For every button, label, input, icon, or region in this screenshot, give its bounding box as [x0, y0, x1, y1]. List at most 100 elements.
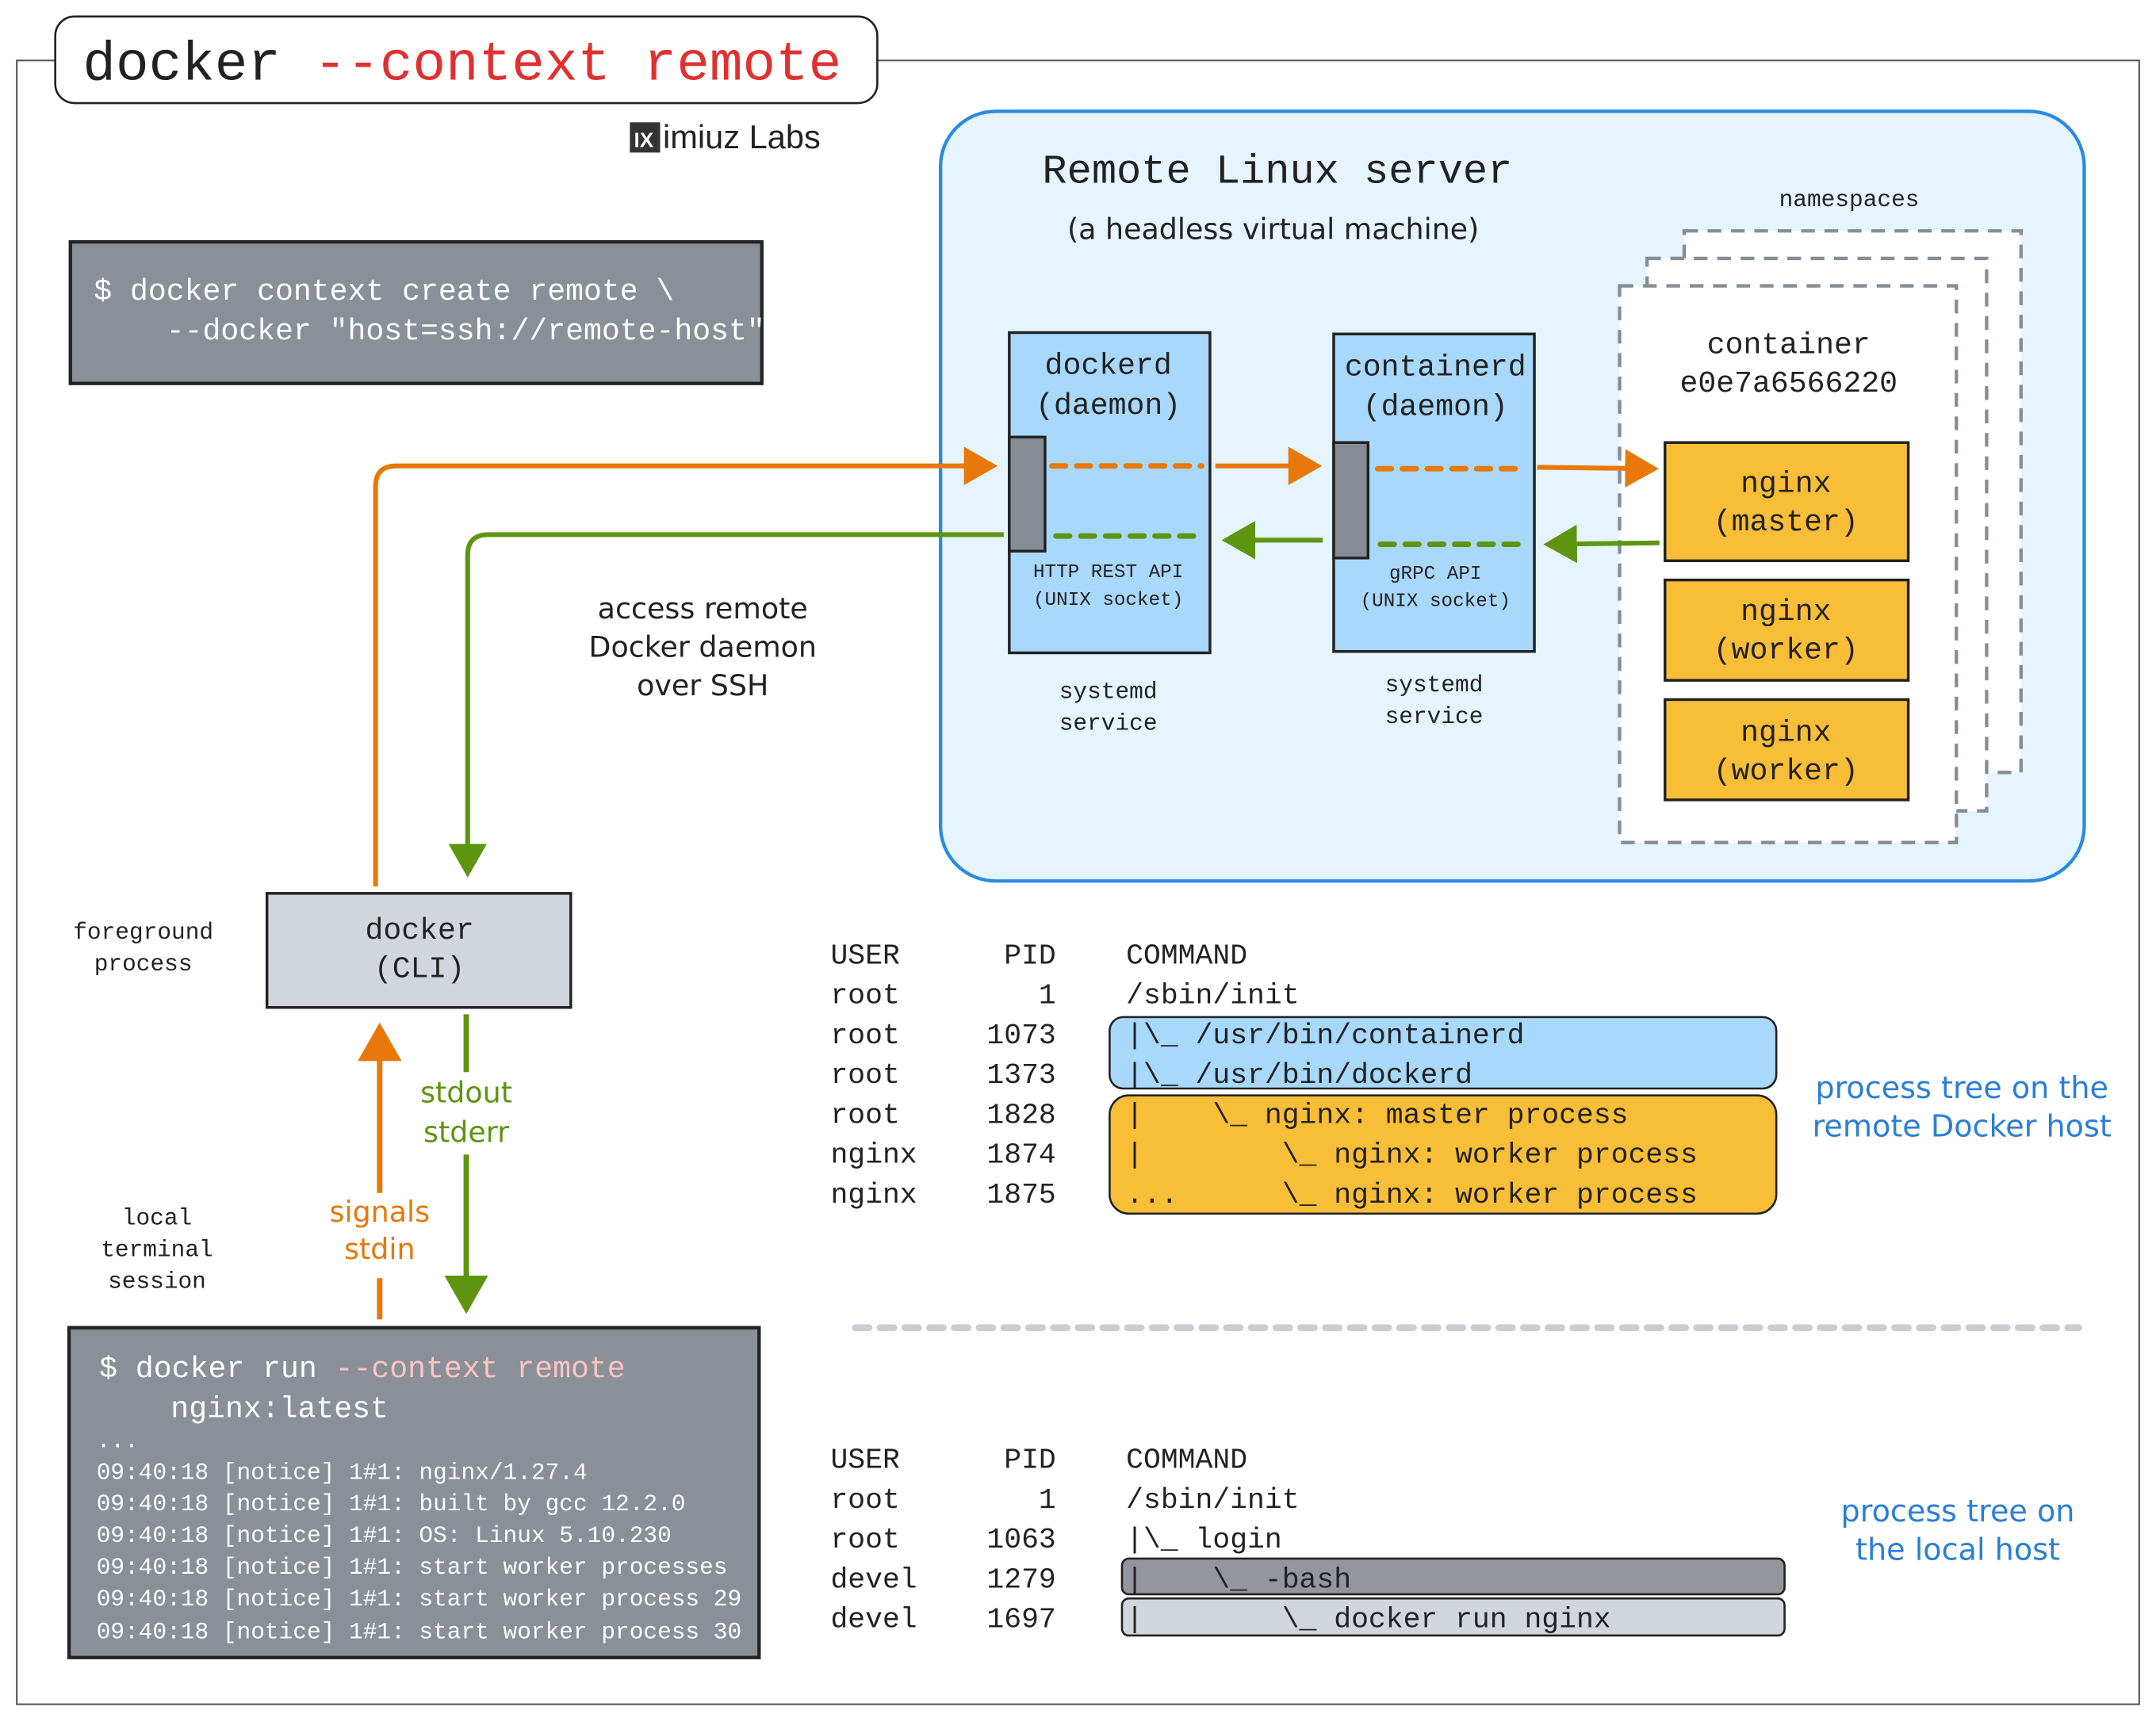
- svg-text:(CLI): (CLI): [374, 953, 465, 987]
- svg-text:Docker daemon: Docker daemon: [588, 630, 817, 664]
- log-line: 09:40:18 [notice] 1#1: start worker proc…: [97, 1618, 741, 1645]
- server-title: Remote Linux server: [1042, 149, 1512, 196]
- user-cell: nginx: [830, 1179, 917, 1211]
- pid-cell: 1874: [986, 1139, 1055, 1172]
- nginx-worker-box: nginx (worker): [1664, 578, 1910, 682]
- svg-text:service: service: [1059, 710, 1158, 737]
- remote-server: Remote Linux server (a headless virtual …: [938, 109, 2086, 883]
- svg-text:docker: docker: [365, 914, 473, 948]
- svg-text:PID: PID: [1004, 1444, 1056, 1476]
- svg-text:(UNIX socket): (UNIX socket): [1361, 591, 1511, 613]
- svg-text:--docker "host=ssh://remote-ho: --docker "host=ssh://remote-host": [94, 315, 765, 349]
- svg-text:signals: signals: [330, 1195, 431, 1229]
- svg-text:$ docker run --context remote: $ docker run --context remote: [99, 1353, 625, 1387]
- svg-text:USER: USER: [830, 939, 899, 972]
- title-box: docker --context remote: [54, 15, 879, 105]
- command-cell: | \_ docker run nginx: [1126, 1604, 1610, 1636]
- svg-text:process tree on: process tree on: [1841, 1494, 2075, 1529]
- svg-text:systemd: systemd: [1385, 672, 1484, 698]
- command-cell: | \_ nginx: master process: [1126, 1099, 1628, 1131]
- command-cell: /sbin/init: [1126, 980, 1299, 1012]
- arrow-nginx-to-containerd: [1543, 524, 1660, 564]
- svg-text:stdin: stdin: [344, 1232, 415, 1266]
- user-cell: devel: [830, 1604, 917, 1636]
- nginx-master-box: nginx (master): [1664, 441, 1910, 563]
- command-cell: | \_ nginx: worker process: [1126, 1139, 1698, 1172]
- ssh-request-arrow: [373, 446, 998, 887]
- arrow-containerd-to-nginx: [1537, 449, 1659, 488]
- svg-text:service: service: [1385, 703, 1484, 730]
- svg-text:systemd: systemd: [1059, 679, 1158, 706]
- svg-text:gRPC API: gRPC API: [1389, 564, 1481, 585]
- svg-text:(worker): (worker): [1714, 755, 1859, 789]
- outer-frame: [16, 59, 2140, 1705]
- svg-text:stderr: stderr: [423, 1115, 509, 1150]
- containerd-box: containerd (daemon) gRPC API (UNIX socke…: [1332, 332, 1536, 730]
- svg-text:IX: IX: [634, 128, 654, 151]
- svg-text:(daemon): (daemon): [1363, 391, 1508, 425]
- pid-cell: 1697: [986, 1604, 1055, 1636]
- command-cell: |\_ login: [1126, 1524, 1282, 1556]
- terminal-window: $ docker run --context remote nginx:late…: [67, 1326, 761, 1659]
- grpc-socket: [1332, 441, 1370, 560]
- pid-cell: 1: [1039, 1484, 1056, 1517]
- command-cell: /sbin/init: [1126, 1484, 1299, 1517]
- svg-text:$ docker context create remote: $ docker context create remote \: [94, 275, 674, 309]
- svg-text:remote Docker host: remote Docker host: [1813, 1109, 2112, 1144]
- user-cell: root: [830, 1020, 899, 1052]
- svg-text:over SSH: over SSH: [637, 668, 768, 702]
- user-cell: root: [830, 1524, 899, 1556]
- pid-cell: 1063: [986, 1524, 1055, 1556]
- svg-text:foreground: foreground: [73, 919, 213, 946]
- pid-cell: 1: [1039, 980, 1056, 1012]
- svg-text:container: container: [1707, 329, 1871, 363]
- command-cell: | \_ -bash: [1126, 1563, 1351, 1596]
- log-line: 09:40:18 [notice] 1#1: built by gcc 12.2…: [97, 1490, 686, 1517]
- user-cell: root: [830, 980, 899, 1012]
- log-line: 09:40:18 [notice] 1#1: start worker proc…: [97, 1586, 741, 1613]
- http-socket: [1008, 435, 1047, 553]
- svg-text:USER: USER: [830, 1444, 899, 1476]
- user-cell: devel: [830, 1563, 917, 1596]
- command-cell: |\_ /usr/bin/containerd: [1126, 1020, 1524, 1052]
- svg-text:HTTP REST API: HTTP REST API: [1033, 562, 1183, 584]
- log-line: 09:40:18 [notice] 1#1: start worker proc…: [97, 1554, 728, 1581]
- logo: IX imiuz Labs: [630, 118, 821, 155]
- svg-text:local: local: [122, 1205, 192, 1232]
- svg-text:(worker): (worker): [1714, 633, 1859, 668]
- svg-text:process tree on the: process tree on the: [1815, 1070, 2108, 1105]
- svg-text:PID: PID: [1004, 939, 1056, 972]
- svg-text:containerd: containerd: [1345, 350, 1526, 385]
- nginx-worker-box: nginx (worker): [1664, 698, 1910, 802]
- svg-text:terminal: terminal: [101, 1237, 213, 1264]
- user-cell: root: [830, 1099, 899, 1131]
- user-cell: root: [830, 1059, 899, 1092]
- command-cell: |\_ /usr/bin/dockerd: [1126, 1059, 1472, 1092]
- create-command-box: $ docker context create remote \ --docke…: [68, 239, 765, 385]
- svg-text:nginx: nginx: [1741, 468, 1831, 502]
- pid-cell: 1279: [986, 1563, 1055, 1596]
- svg-text:(UNIX socket): (UNIX socket): [1033, 590, 1183, 611]
- svg-text:nginx:latest: nginx:latest: [170, 1392, 389, 1426]
- svg-text:COMMAND: COMMAND: [1126, 939, 1247, 972]
- pid-cell: 1828: [986, 1099, 1055, 1131]
- user-cell: nginx: [830, 1139, 917, 1172]
- dockerd-box: dockerd (daemon) HTTP REST API (UNIX soc…: [1008, 331, 1212, 737]
- server-subtitle: (a headless virtual machine): [1067, 212, 1479, 247]
- svg-text:...: ...: [97, 1427, 139, 1454]
- svg-text:session: session: [108, 1268, 206, 1295]
- svg-text:COMMAND: COMMAND: [1126, 1444, 1247, 1476]
- svg-text:e0e7a6566220: e0e7a6566220: [1679, 367, 1898, 401]
- svg-text:(daemon): (daemon): [1036, 389, 1181, 423]
- page-title: docker --context remote: [82, 34, 841, 97]
- log-line: 09:40:18 [notice] 1#1: nginx/1.27.4: [97, 1459, 588, 1486]
- pid-cell: 1373: [986, 1059, 1055, 1092]
- svg-text:the local host: the local host: [1855, 1532, 2060, 1567]
- svg-text:nginx: nginx: [1741, 716, 1831, 750]
- command-cell: ... \_ nginx: worker process: [1126, 1179, 1698, 1211]
- ssh-response-arrow: [448, 532, 1004, 878]
- svg-text:process: process: [94, 951, 193, 978]
